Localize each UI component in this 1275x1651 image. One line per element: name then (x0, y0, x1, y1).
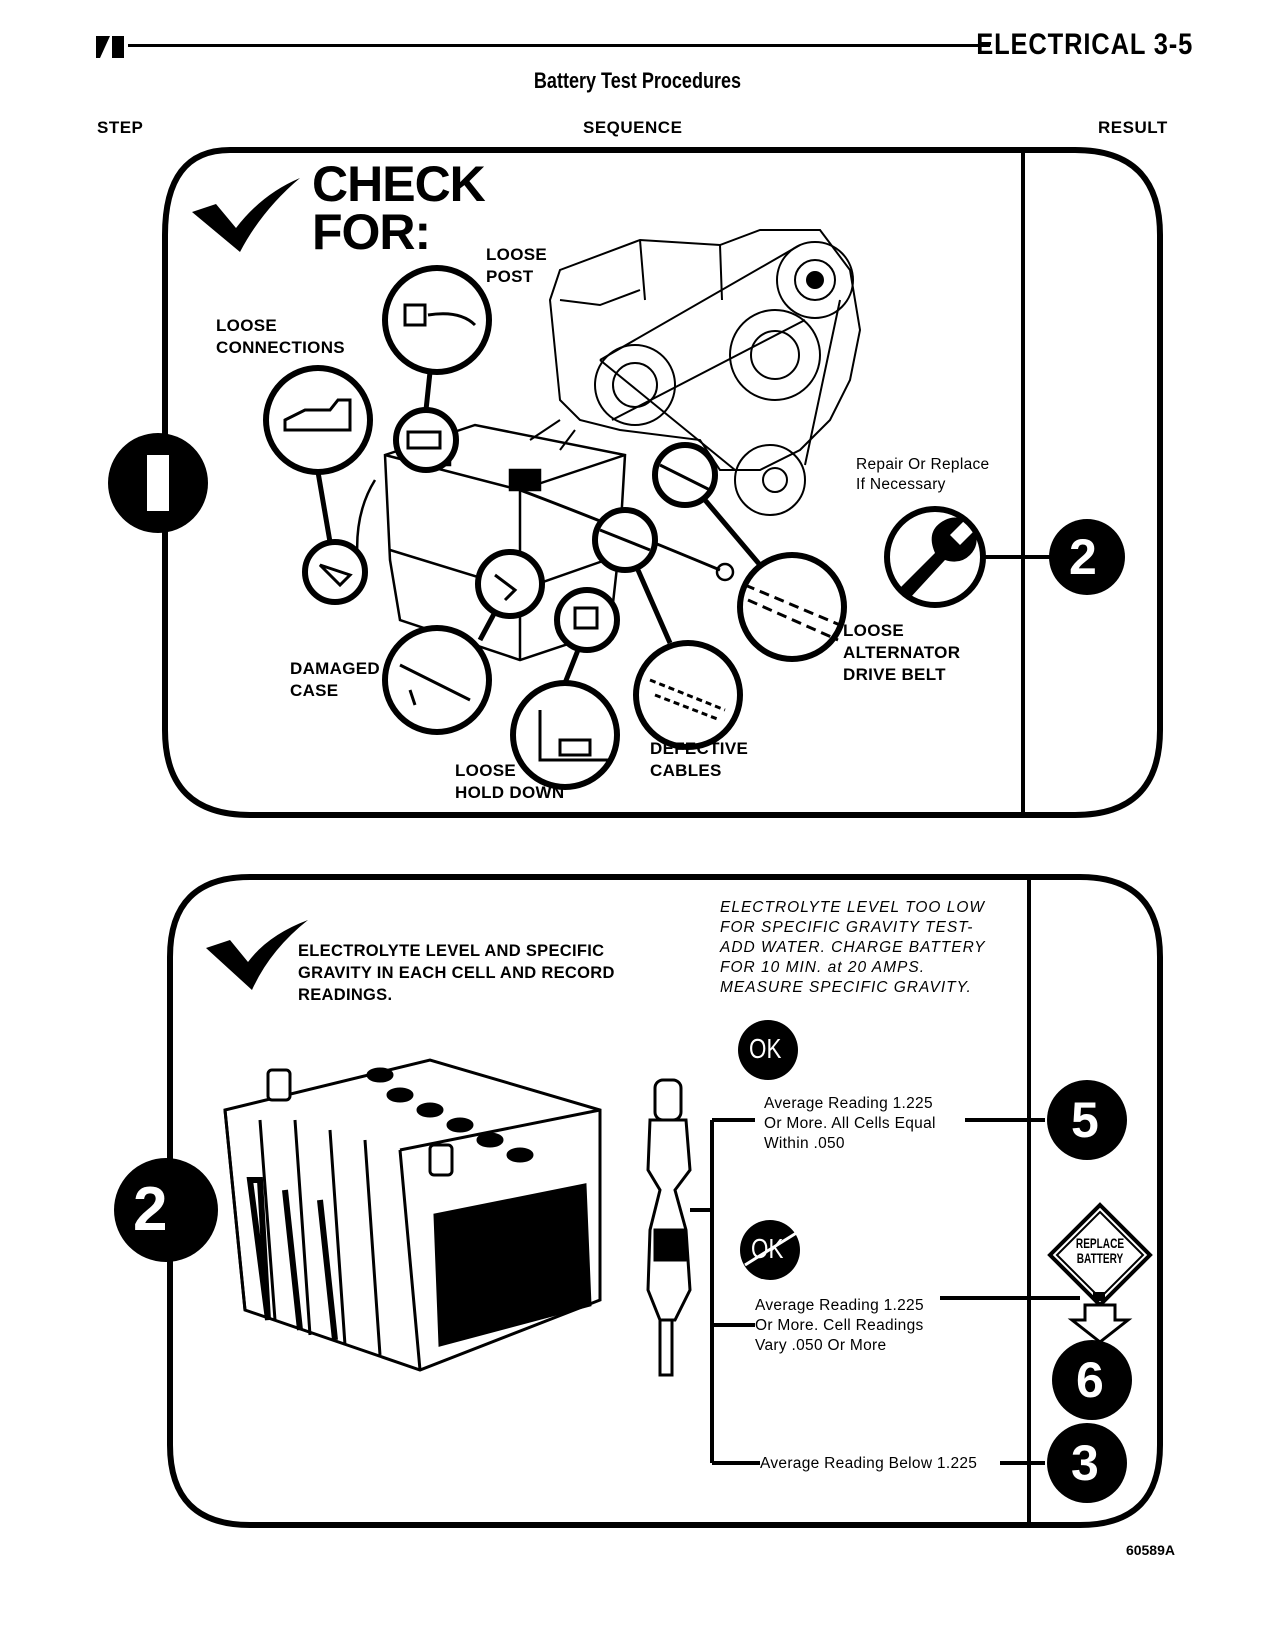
step2-badge (114, 1158, 218, 1262)
inset-loose-belt (737, 552, 847, 662)
check-for-heading: CHECK FOR: (312, 156, 486, 260)
result-step3-number: 3 (1071, 1435, 1099, 1491)
battery-cutaway-illustration (223, 1058, 602, 1372)
brand-logo-icon (96, 36, 124, 58)
step1-panel-frame (162, 147, 1163, 818)
result-step5-number: 5 (1071, 1092, 1099, 1148)
inset-crack (475, 549, 545, 619)
inset-damaged-case (382, 625, 492, 735)
column-sequence: SEQUENCE (583, 118, 683, 137)
result-step6-badge (1052, 1340, 1132, 1420)
ok-badge-text: OK (749, 1033, 782, 1064)
not-ok-badge-text: OK (751, 1233, 784, 1264)
column-result: RESULT (1098, 118, 1168, 137)
result-step2-badge (1049, 519, 1125, 595)
inset-holddown-small (554, 587, 620, 653)
section-title: ELECTRICAL 3-5 (976, 28, 1193, 61)
figure-code: 60589A (1125, 1542, 1175, 1558)
checkmark-icon (192, 178, 300, 252)
result-step6-number: 6 (1076, 1352, 1104, 1408)
page-title: Battery Test Procedures (533, 68, 742, 93)
inset-loose-post (382, 265, 492, 375)
hydrometer-icon (646, 1078, 692, 1377)
step1-number: 1 (147, 452, 148, 453)
step2-number: 2 (133, 1175, 168, 1244)
checkmark-icon (206, 920, 308, 990)
inset-loose-connections (263, 365, 373, 475)
inset-ground (302, 539, 368, 605)
header-rule (128, 44, 990, 47)
step2-panel-frame (167, 874, 1163, 1528)
outcome-below-text: Average Reading Below 1.225 (760, 1455, 978, 1472)
replace-battery-sign (1047, 1202, 1153, 1344)
result-step5-badge (1047, 1080, 1127, 1160)
ok-badge (738, 1020, 798, 1080)
inset-belt-small (652, 442, 718, 508)
result-step2-number: 2 (1069, 529, 1097, 585)
inset-terminal (393, 407, 459, 473)
column-step: STEP (97, 118, 144, 137)
result-step3-badge (1047, 1423, 1127, 1503)
engine-illustration (529, 229, 862, 516)
